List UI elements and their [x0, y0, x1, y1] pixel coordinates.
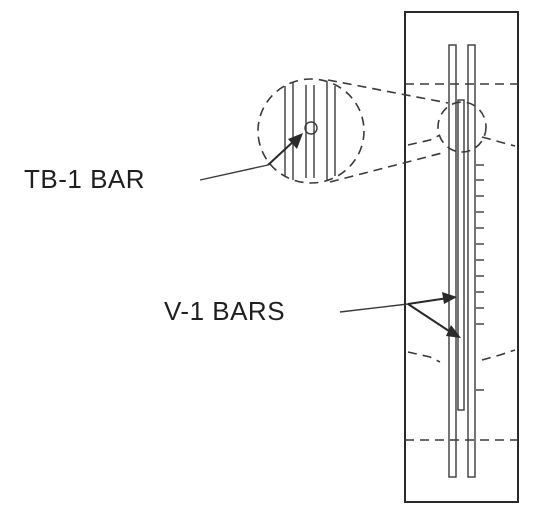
- panel-shoulder-dash-lower: [407, 349, 516, 363]
- tb1-leader: [199, 133, 303, 181]
- label-tb1-bar: TB-1 BAR: [24, 164, 146, 194]
- v1-bar-inner: [457, 99, 465, 411]
- tb1-bar-section: [304, 121, 318, 135]
- detail-enlarged-circle: [257, 78, 365, 184]
- panel-shoulder-dash-upper: [407, 134, 516, 147]
- label-v1-bars: V-1 BARS: [164, 296, 286, 326]
- v1-bar-left: [448, 44, 457, 478]
- v1-bar-right: [467, 44, 476, 478]
- detail-leader-bottom: [329, 151, 447, 183]
- tie-bar-ticks: [476, 164, 484, 391]
- vertical-bars: [448, 44, 476, 478]
- detail-leader-top: [327, 79, 449, 104]
- detail-enlarged-bars: [284, 82, 336, 180]
- detail-reference-circle: [437, 101, 487, 153]
- panel-outline: [404, 11, 519, 503]
- v1-leader: [339, 292, 461, 338]
